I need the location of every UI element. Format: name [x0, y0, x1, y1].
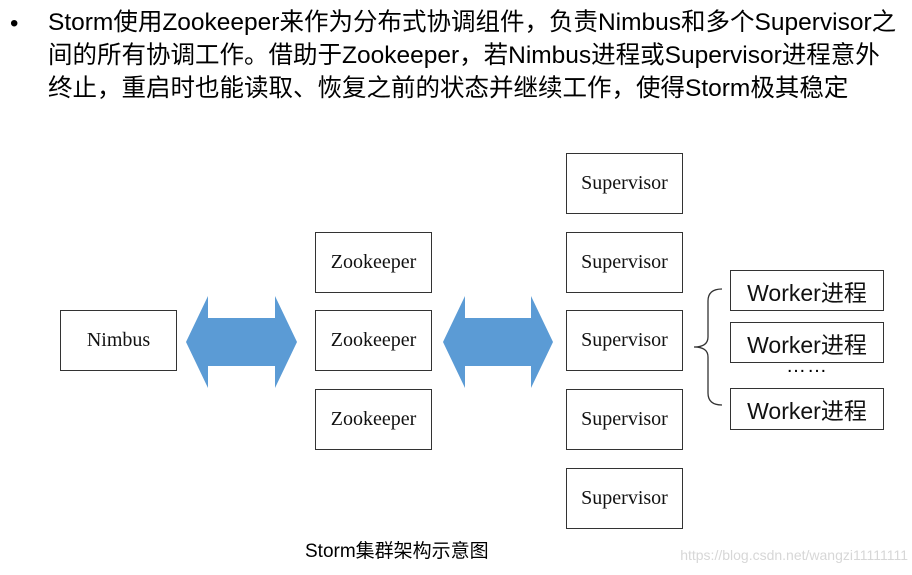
supervisor-box-4: Supervisor [566, 389, 683, 450]
worker-label: Worker进程 [747, 279, 867, 306]
worker-label: Worker进程 [747, 331, 867, 358]
zookeeper-label: Zookeeper [330, 408, 417, 430]
supervisor-label: Supervisor [581, 329, 668, 351]
zookeeper-box-3: Zookeeper [315, 389, 432, 450]
supervisor-box-3: Supervisor [566, 310, 683, 371]
supervisor-label: Supervisor [581, 251, 668, 273]
bullet-point: • [10, 10, 19, 37]
diagram-caption: Storm集群架构示意图 [305, 541, 489, 562]
worker-box-2: Worker进程 [730, 322, 884, 363]
supervisor-label: Supervisor [581, 408, 668, 430]
brace-path [693, 288, 723, 406]
zookeeper-label: Zookeeper [330, 329, 417, 351]
double-arrow-left-shape [186, 296, 297, 388]
brace-connector [693, 288, 723, 406]
supervisor-label: Supervisor [581, 487, 668, 509]
worker-label: Worker进程 [747, 398, 867, 424]
zookeeper-box-1: Zookeeper [315, 232, 432, 293]
supervisor-box-1: Supervisor [566, 153, 683, 214]
ellipsis: …… [786, 355, 828, 377]
zookeeper-box-2: Zookeeper [315, 310, 432, 371]
supervisor-label: Supervisor [581, 172, 668, 194]
worker-box-1: Worker进程 [730, 270, 884, 311]
zookeeper-label: Zookeeper [330, 251, 417, 273]
description-paragraph: Storm使用Zookeeper来作为分布式协调组件，负责Nimbus和多个Su… [48, 9, 897, 102]
supervisor-box-2: Supervisor [566, 232, 683, 293]
supervisor-box-5: Supervisor [566, 468, 683, 529]
nimbus-box: Nimbus [60, 310, 177, 371]
nimbus-label: Nimbus [86, 329, 151, 351]
watermark: https://blog.csdn.net/wangzi11111111 [680, 547, 908, 563]
double-arrow-right-shape [443, 296, 553, 388]
worker-box-3: Worker进程 [730, 388, 884, 430]
